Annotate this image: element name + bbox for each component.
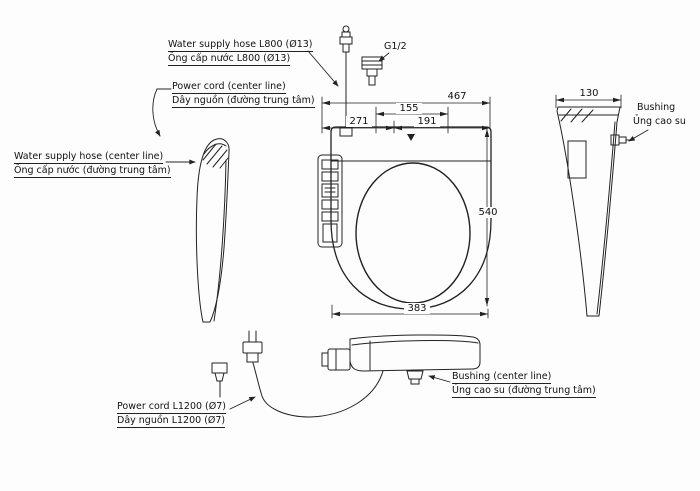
- label-bushing-center-en: Bushing (center line): [452, 371, 552, 384]
- bottom-view: [321, 334, 481, 385]
- g12-fitting: [361, 56, 383, 86]
- label-power-cord-l1200-en: Power cord L1200 (Ø7): [117, 401, 226, 414]
- top-view: [317, 126, 492, 310]
- label-power-cord-center-en: Power cord (center line): [172, 81, 286, 94]
- power-cord: [252, 362, 384, 418]
- label-water-supply-center-en: Water supply hose (center line): [14, 151, 164, 164]
- dim-right-offset: 191: [414, 116, 440, 127]
- label-power-cord-center-vi: Dây nguồn (đường trung tâm): [172, 95, 315, 108]
- label-power-cord-l1200-vi: Dây nguồn L1200 (Ø7): [117, 415, 226, 428]
- label-bushing-center-vi: Ủng cao su (đường trung tâm): [452, 385, 596, 398]
- control-panel: [317, 154, 343, 248]
- dim-seat-width: 383: [404, 303, 430, 314]
- dim-center-width: 155: [396, 103, 422, 114]
- label-bushing-en: Bushing: [637, 102, 676, 113]
- seat-opening: [355, 162, 471, 304]
- dim-left-offset: 271: [346, 116, 372, 127]
- leader-lines: [152, 50, 649, 410]
- power-cord-assembly: [211, 330, 384, 418]
- label-water-supply-hose-l800-en: Water supply hose L800 (Ø13): [168, 39, 313, 52]
- power-plug: [242, 330, 263, 363]
- dim-overall-width: 467: [444, 91, 470, 102]
- bottom-bushing: [406, 370, 424, 385]
- left-side-view: [195, 138, 230, 323]
- dim-side-depth: 130: [576, 88, 602, 99]
- label-g12-thread: G1/2: [384, 41, 407, 52]
- dimension-lines: [321, 94, 622, 319]
- water-hose-assembly: [339, 25, 383, 128]
- center-mark-icon: [407, 134, 415, 141]
- dim-overall-length: 540: [475, 207, 501, 218]
- label-water-supply-hose-l800-vi: Ống cấp nước L800 (Ø13): [168, 53, 291, 66]
- right-side-view: [556, 106, 633, 317]
- label-bushing-vi: Ủng cao su: [633, 116, 686, 127]
- ground-connector: [211, 362, 228, 398]
- label-water-supply-center-vi: Ống cấp nước (đường trung tâm): [14, 165, 171, 178]
